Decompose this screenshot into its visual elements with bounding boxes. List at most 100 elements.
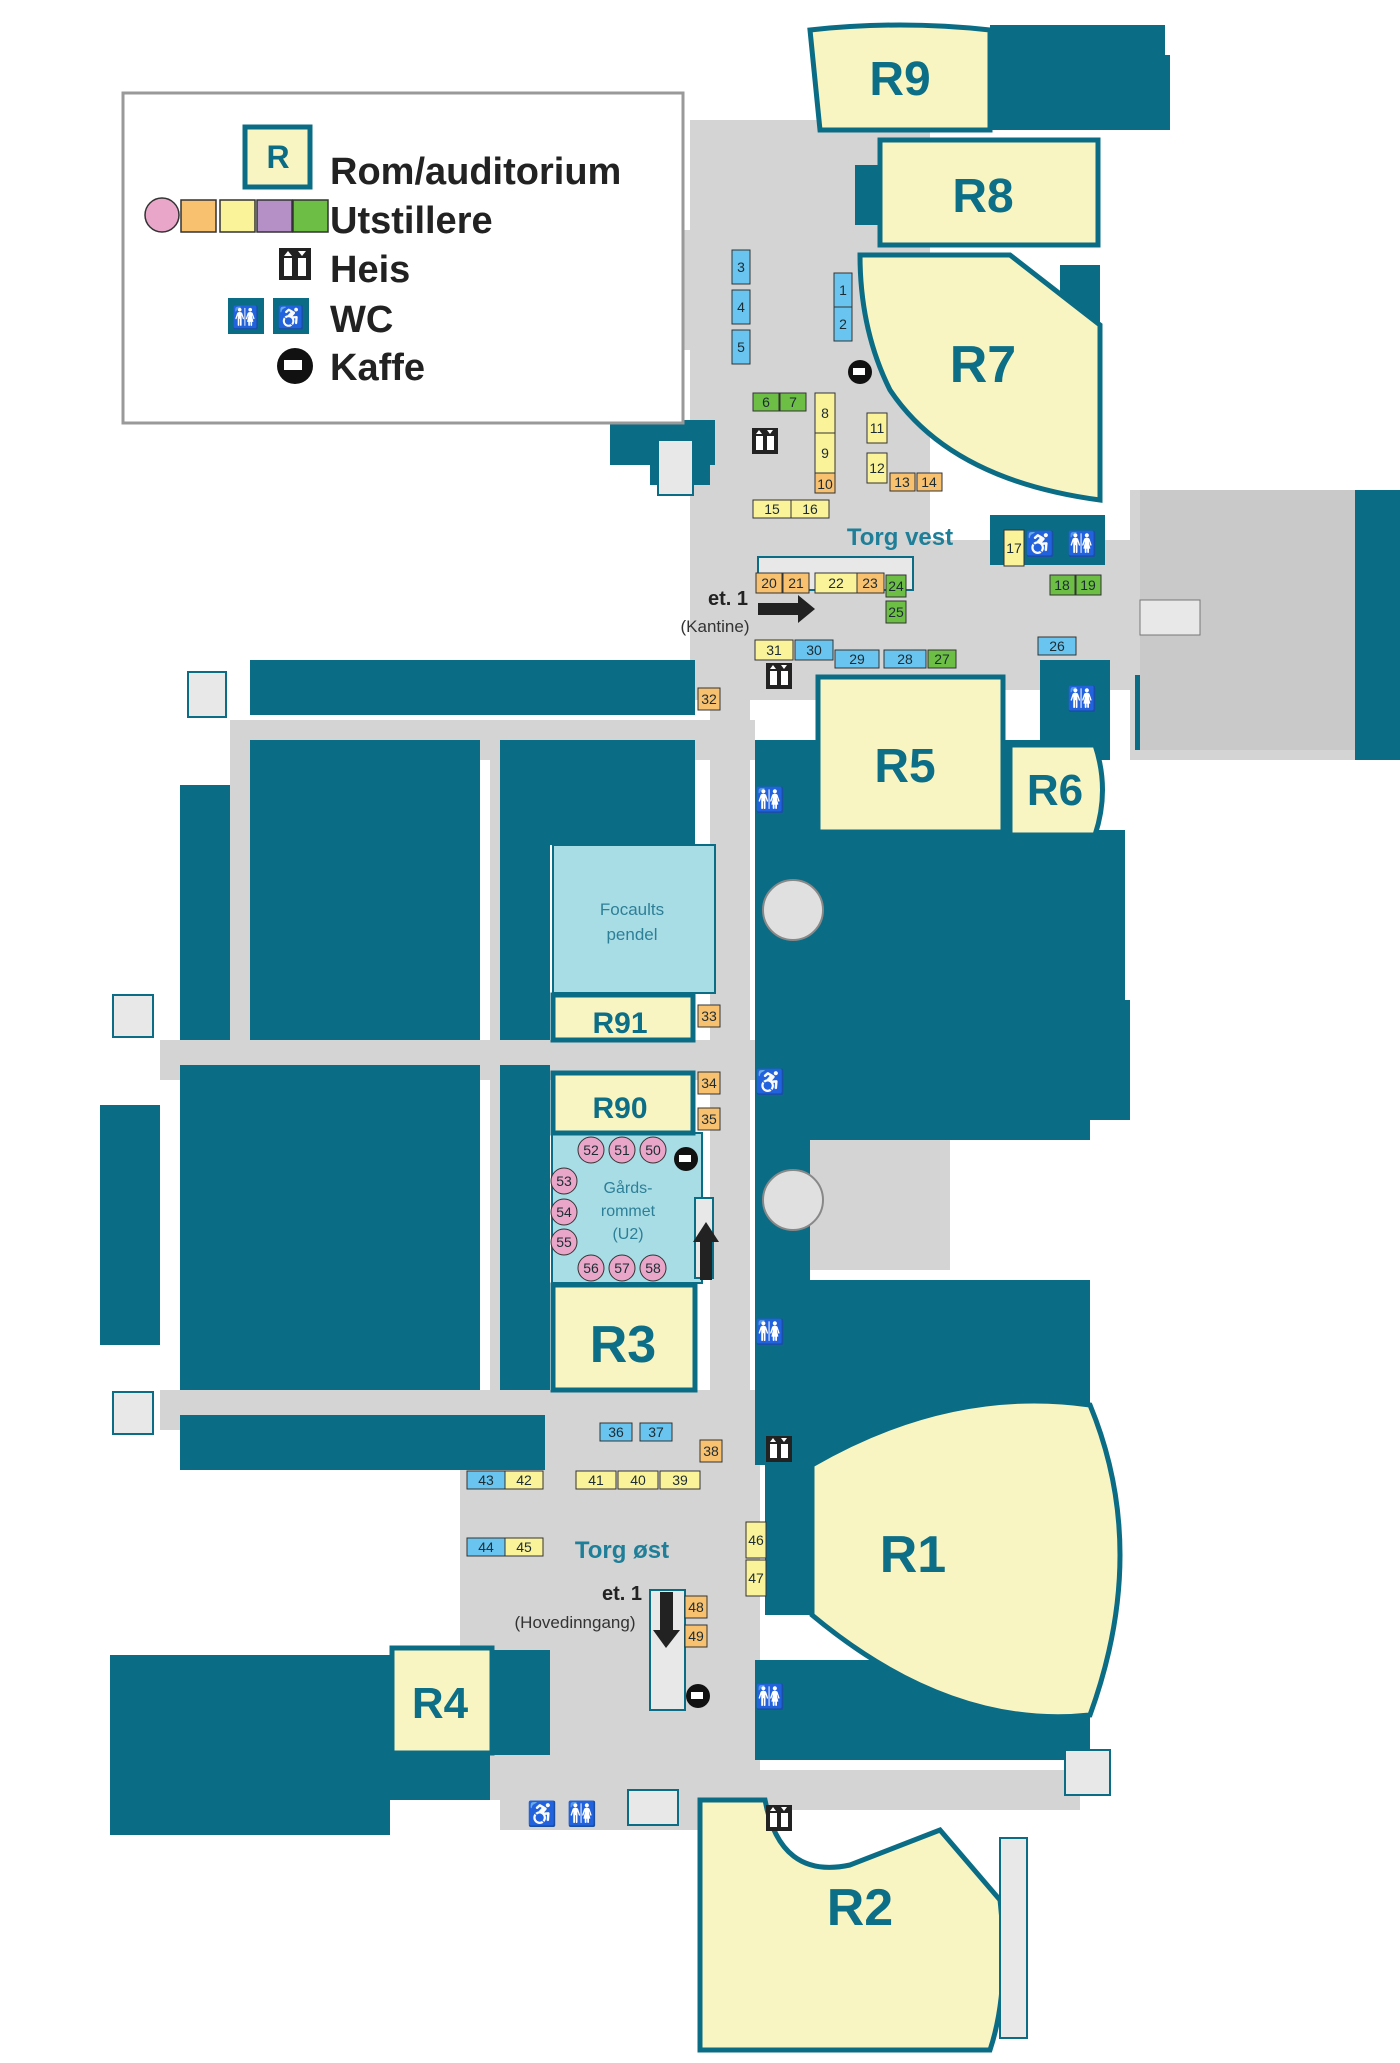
legend-wc-icon	[228, 298, 264, 334]
stand-30[interactable]: 30	[794, 639, 834, 661]
svg-text:16: 16	[802, 501, 818, 517]
svg-text:42: 42	[516, 1472, 532, 1488]
stand-4[interactable]: 4	[731, 289, 751, 325]
room-r7[interactable]: R7	[950, 336, 1016, 394]
stand-46[interactable]: 46	[745, 1521, 767, 1559]
stand-41[interactable]: 41	[575, 1470, 617, 1490]
stand-16[interactable]: 16	[790, 499, 830, 519]
stand-56[interactable]: 56	[577, 1254, 605, 1282]
room-r3[interactable]: R3	[590, 1316, 656, 1374]
stand-48[interactable]: 48	[684, 1595, 708, 1619]
stand-44[interactable]: 44	[466, 1537, 506, 1557]
stand-49[interactable]: 49	[684, 1624, 708, 1648]
arrows	[653, 595, 815, 1648]
stand-23[interactable]: 23	[856, 572, 885, 594]
stand-53[interactable]: 53	[550, 1167, 578, 1195]
arrow-to-kantine	[758, 595, 815, 623]
stand-21[interactable]: 21	[782, 572, 810, 594]
stand-2[interactable]: 2	[833, 306, 853, 342]
room-r91-shape	[550, 992, 696, 1043]
room-r1[interactable]: R1	[880, 1526, 946, 1584]
stand-52[interactable]: 52	[577, 1136, 605, 1164]
svg-text:48: 48	[688, 1599, 704, 1615]
rooms	[389, 22, 1123, 2053]
stand-13[interactable]: 13	[889, 472, 916, 492]
stand-12[interactable]: 12	[866, 452, 888, 484]
room-r8[interactable]: R8	[952, 170, 1013, 223]
stand-54[interactable]: 54	[550, 1198, 578, 1226]
label-gards-2: rommet	[601, 1203, 656, 1220]
stand-20[interactable]: 20	[755, 572, 783, 594]
stand-32[interactable]: 32	[697, 687, 721, 711]
accessible-wc-icon: ♿	[755, 1068, 785, 1096]
coffee-icon	[848, 360, 872, 384]
room-r2[interactable]: R2	[827, 1879, 893, 1937]
room-r7-shape	[857, 252, 1103, 503]
stand-14[interactable]: 14	[916, 472, 943, 492]
stand-39[interactable]: 39	[659, 1470, 701, 1490]
stand-19[interactable]: 19	[1075, 574, 1102, 596]
stand-3[interactable]: 3	[731, 249, 751, 285]
svg-text:17: 17	[1006, 540, 1022, 556]
svg-text:5: 5	[737, 339, 745, 355]
room-r91[interactable]: R91	[592, 1007, 647, 1040]
svg-text:47: 47	[748, 1570, 764, 1586]
stand-35[interactable]: 35	[697, 1107, 721, 1131]
svg-text:13: 13	[894, 474, 910, 490]
arrow-up-gardsrommet	[693, 1222, 719, 1280]
stand-58[interactable]: 58	[639, 1254, 667, 1282]
room-r90[interactable]: R90	[592, 1092, 647, 1125]
accessible-wc-icon: ♿	[277, 305, 304, 330]
stand-43[interactable]: 43	[466, 1470, 506, 1490]
stand-11[interactable]: 11	[866, 412, 888, 444]
stand-47[interactable]: 47	[745, 1559, 767, 1597]
stand-8[interactable]: 8	[814, 392, 836, 434]
stand-9[interactable]: 9	[814, 432, 836, 474]
svg-text:45: 45	[516, 1539, 532, 1555]
stand-24[interactable]: 24	[885, 574, 907, 598]
stand-51[interactable]: 51	[608, 1136, 636, 1164]
stand-28[interactable]: 28	[883, 649, 927, 669]
stand-17[interactable]: 17	[1003, 529, 1025, 567]
stand-10[interactable]: 10	[814, 472, 836, 494]
svg-text:24: 24	[888, 578, 904, 594]
stand-36[interactable]: 36	[599, 1422, 633, 1442]
stand-18[interactable]: 18	[1049, 574, 1076, 596]
stand-6[interactable]: 6	[752, 392, 780, 412]
stands: 1 2 3 4 5 6 7 8 9 10 11 12 13 14 15 16 1…	[466, 249, 1102, 1648]
label-focault-1: Focaults	[600, 900, 664, 919]
stand-22[interactable]: 22	[814, 572, 858, 594]
stand-31[interactable]: 31	[754, 639, 794, 661]
stand-27[interactable]: 27	[927, 649, 957, 669]
svg-text:15: 15	[764, 501, 780, 517]
stand-25[interactable]: 25	[885, 600, 907, 624]
stand-34[interactable]: 34	[697, 1071, 721, 1095]
stand-26[interactable]: 26	[1037, 636, 1077, 656]
stand-33[interactable]: 33	[697, 1004, 721, 1028]
stairs-left-1	[187, 671, 227, 718]
stand-15[interactable]: 15	[752, 499, 792, 519]
stand-45[interactable]: 45	[504, 1537, 544, 1557]
stand-40[interactable]: 40	[617, 1470, 659, 1490]
stand-55[interactable]: 55	[550, 1228, 578, 1256]
elevator-icon	[766, 663, 792, 689]
stand-29[interactable]: 29	[834, 649, 880, 669]
stand-38[interactable]: 38	[699, 1439, 723, 1463]
room-r4[interactable]: R4	[412, 1679, 469, 1728]
wc-icons: ♿ 🚻 🚻 🚻 ♿ 🚻 🚻 ♿ 🚻	[527, 530, 1097, 1828]
label-hovedinngang: (Hovedinngang)	[515, 1613, 636, 1632]
stand-37[interactable]: 37	[639, 1422, 673, 1442]
legend-purple-swatch	[256, 199, 293, 233]
room-r5[interactable]: R5	[874, 740, 935, 793]
stand-50[interactable]: 50	[639, 1136, 667, 1164]
svg-text:35: 35	[701, 1111, 717, 1127]
svg-text:28: 28	[897, 651, 913, 667]
room-r9[interactable]: R9	[869, 53, 930, 106]
stand-5[interactable]: 5	[731, 329, 751, 365]
room-r6[interactable]: R6	[1027, 766, 1083, 815]
stand-42[interactable]: 42	[504, 1470, 544, 1490]
stand-7[interactable]: 7	[779, 392, 807, 412]
elevator-icons	[752, 428, 792, 1831]
stand-57[interactable]: 57	[608, 1254, 636, 1282]
stand-1[interactable]: 1	[833, 272, 853, 308]
